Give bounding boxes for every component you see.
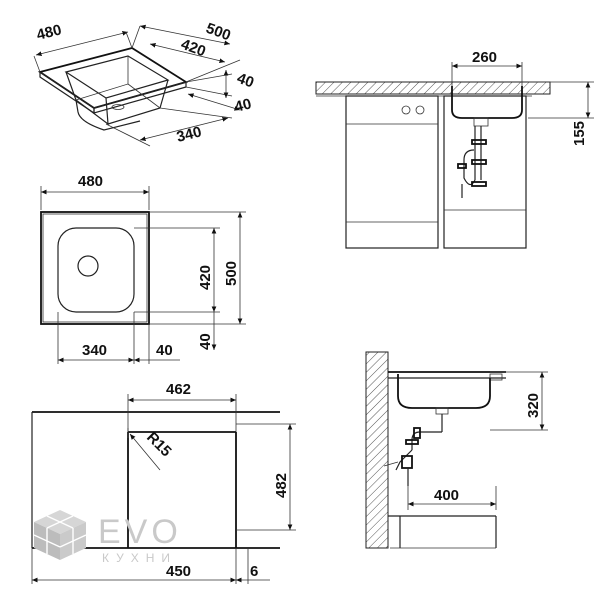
side-dim-320: 320 [525, 393, 542, 418]
side-dimension-lines [407, 371, 548, 510]
top-view: 480 420 500 40 340 40 [40, 173, 246, 364]
cutout-dim-462: 462 [166, 381, 191, 398]
evo-logo: EVO КУХНИ [33, 510, 182, 565]
side-sink-bowl [397, 374, 491, 415]
iso-dimension-lines [33, 24, 241, 147]
side-wall [365, 351, 389, 549]
top-dim-40-horizontal: 40 [156, 342, 173, 359]
front-countertop [315, 81, 551, 97]
top-dim-40-vertical: 40 [197, 333, 214, 350]
iso-sink-body [37, 47, 189, 131]
cutout-dim-482: 482 [273, 473, 290, 498]
front-dimension-lines [451, 62, 594, 119]
iso-dim-480: 480 [35, 21, 63, 44]
iso-dim-340: 340 [175, 123, 203, 146]
side-installation-view: 320 400 [365, 351, 548, 549]
top-dim-340: 340 [82, 342, 107, 359]
iso-dim-40-right: 40 [235, 70, 256, 92]
side-siphon [383, 414, 443, 486]
side-countertop [388, 371, 506, 381]
logo-text-evo: EVO [98, 513, 182, 551]
side-cabinet [388, 515, 497, 549]
front-dim-260: 260 [472, 49, 497, 66]
top-dimension-lines [40, 186, 246, 364]
top-dim-420: 420 [197, 265, 214, 290]
isometric-view: 480 500 420 40 40 340 [33, 20, 256, 147]
iso-dim-40-front: 40 [233, 95, 253, 116]
front-dim-155: 155 [571, 121, 588, 146]
front-siphon [457, 126, 487, 198]
cutout-dimension-lines [31, 394, 296, 584]
top-dim-480: 480 [78, 173, 103, 190]
side-dim-400: 400 [434, 487, 459, 504]
cube-logo-icon [33, 510, 87, 560]
top-dim-500: 500 [223, 261, 240, 286]
logo-text-kukhni: КУХНИ [102, 551, 177, 565]
front-cabinet [345, 95, 527, 249]
cutout-dim-450: 450 [166, 563, 191, 580]
front-installation-view: 260 155 [315, 49, 594, 249]
top-sink-outline [40, 211, 150, 325]
iso-dim-500: 500 [204, 20, 233, 45]
cutout-dim-6: 6 [250, 563, 258, 580]
